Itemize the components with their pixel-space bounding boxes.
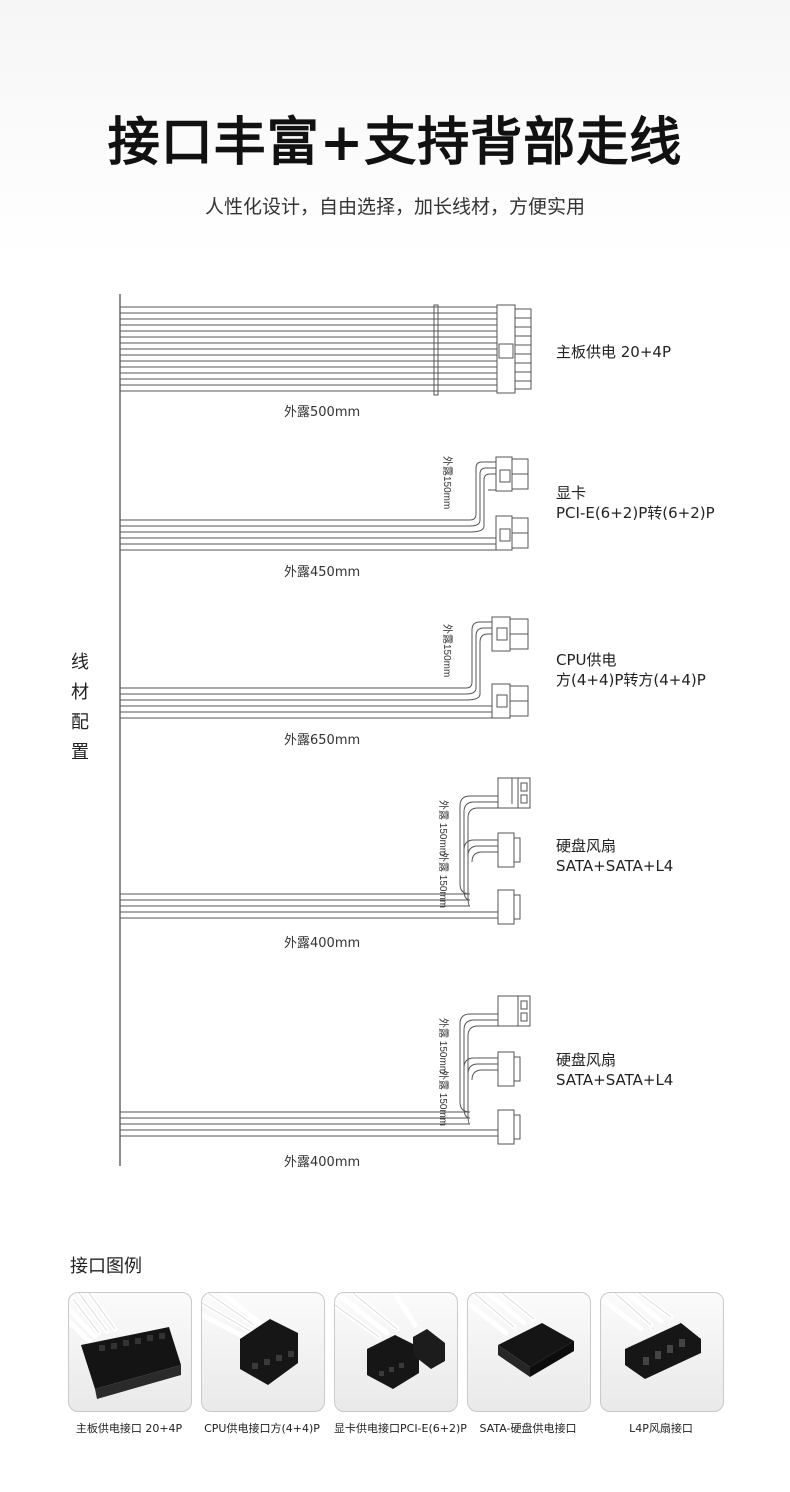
sata-connector-icon (468, 1293, 574, 1377)
cable-label-atx: 主板供电 20+4P (556, 343, 672, 361)
atx-24pin-connector-icon (69, 1293, 181, 1399)
legend-card-cpu (201, 1292, 325, 1412)
side-label-cable-config: 线 材 配 置 (71, 652, 89, 763)
legend-card-pcie (334, 1292, 458, 1412)
exposure-label-sata-1: 外露400mm (284, 936, 361, 951)
page-title: 接口丰富+支持背部走线 (107, 113, 683, 173)
legend-card-sata (467, 1292, 591, 1412)
cable-label-cpu: CPU供电 方(4+4)P转方(4+4)P (556, 651, 706, 689)
legend-card-atx (68, 1292, 192, 1412)
page-subtitle: 人性化设计，自由选择，加长线材，方便实用 (204, 196, 585, 218)
legend-title: 接口图例 (70, 1256, 142, 1277)
legend-caption-pcie: 显卡供电接口PCI-E(6+2)P (334, 1422, 467, 1435)
cable-sata-2 (120, 995, 531, 1145)
cpu-8pin-connector-icon (202, 1293, 298, 1385)
legend-caption-molex: L4P风扇接口 (629, 1422, 693, 1435)
cable-pcie (120, 456, 529, 551)
cable-label-pcie: 显卡 PCI-E(6+2)P转(6+2)P (556, 484, 715, 522)
molex-4pin-connector-icon (602, 1293, 701, 1379)
branch-label-cpu: 外露150mm (441, 624, 453, 677)
exposure-label-atx: 外露500mm (284, 405, 361, 420)
cable-sata-1 (120, 777, 531, 925)
branch-label-sata2-a: 外露 150mm (437, 1018, 449, 1074)
legend-caption-sata: SATA-硬盘供电接口 (479, 1422, 577, 1435)
legend-caption-cpu: CPU供电接口方(4+4)P (204, 1422, 320, 1435)
legend-card-molex (600, 1292, 724, 1412)
pcie-6plus2-connector-icon (335, 1293, 445, 1389)
cable-label-sata-2: 硬盘风扇 SATA+SATA+L4 (556, 1051, 674, 1089)
cable-label-sata-1: 硬盘风扇 SATA+SATA+L4 (556, 837, 674, 875)
legend-caption-atx: 主板供电接口 20+4P (75, 1422, 183, 1435)
branch-label-pcie: 外露150mm (441, 456, 453, 509)
branch-label-sata1-b: 外露 150mm (437, 852, 449, 908)
cable-atx-24pin (120, 304, 532, 396)
exposure-label-sata-2: 外露400mm (284, 1155, 361, 1170)
cable-diagram: 外露150mm 外露150mm 外露 150mm 外露 150mm 外露 150… (119, 294, 532, 1166)
exposure-label-cpu: 外露650mm (284, 733, 361, 748)
branch-label-sata1-a: 外露 150mm (437, 800, 449, 856)
branch-label-sata2-b: 外露 150mm (437, 1070, 449, 1126)
cable-cpu (120, 616, 529, 719)
exposure-label-pcie: 外露450mm (284, 565, 361, 580)
